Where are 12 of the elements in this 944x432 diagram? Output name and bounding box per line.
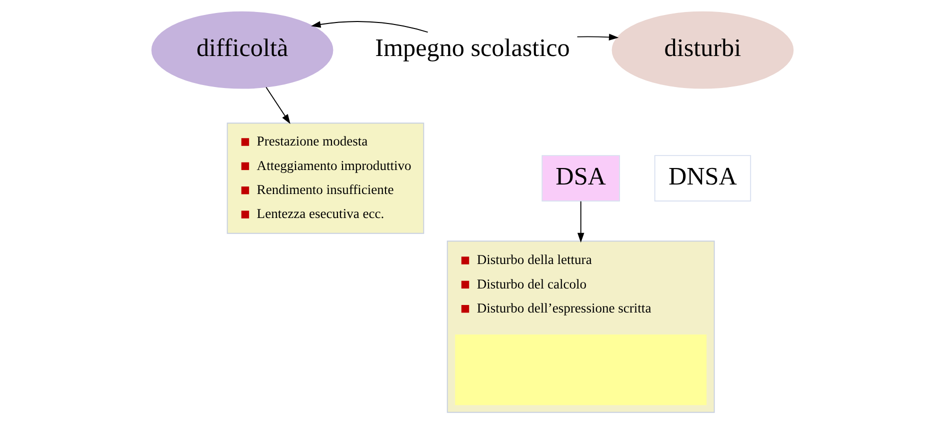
arrow xyxy=(576,34,618,41)
node-ellipse: disturbi xyxy=(611,11,794,89)
node-box: Prestazione modesta Atteggiamento improduttivo Rendimento insufficiente Lentezza esecutiva ecc. xyxy=(226,122,424,234)
arrow xyxy=(576,200,584,243)
node-box xyxy=(454,334,706,406)
node-box: DNSA xyxy=(654,155,751,202)
node-ellipse: difficoltà xyxy=(150,11,333,89)
arrow xyxy=(310,21,428,33)
arrow xyxy=(265,86,290,124)
cluster: Disturbo della lettura Disturbo del calcolo Disturbo dell’espressione scritta xyxy=(446,240,714,413)
node-text: Impegno scolastico xyxy=(374,35,570,62)
node-box: DSA xyxy=(541,155,620,202)
